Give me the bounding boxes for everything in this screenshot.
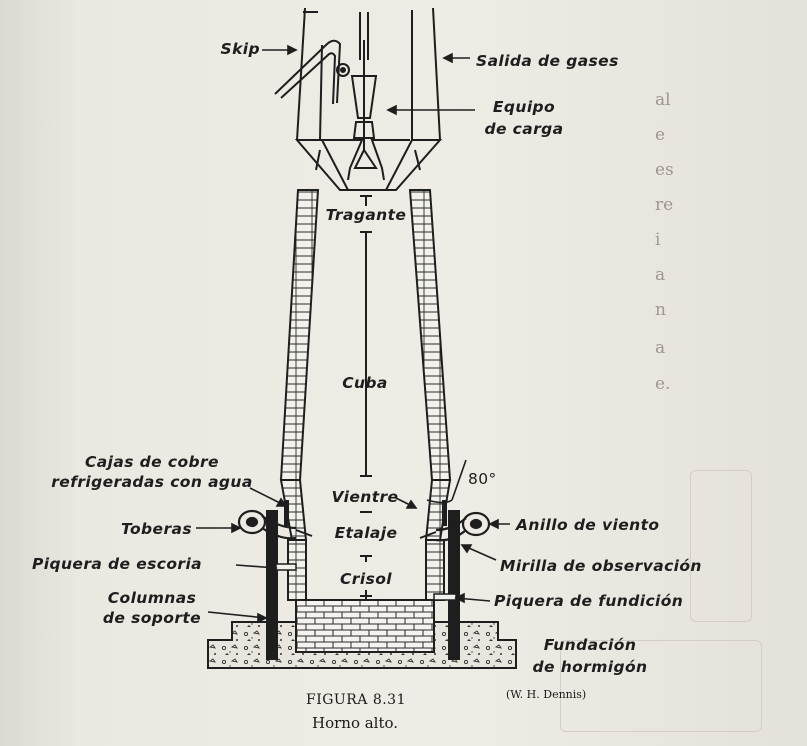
figure-credit: (W. H. Dennis) [506,688,587,701]
label-fundacion: Fundación de hormigón [528,634,652,678]
label-columnas-line-2: de soporte [102,609,202,627]
background-text-line: i [655,230,661,250]
left-support-column [266,510,278,660]
label-toberas: Toberas [121,520,192,538]
bustle-pipe [237,509,491,542]
label-mirilla: Mirilla de observación [500,557,702,575]
show-through-figure [690,470,752,622]
figure-number: FIGURA 8.31 [306,692,406,708]
left-shaft-lining [279,189,320,481]
label-angle-80: 80° [468,470,497,488]
copper-cooling-boxes [284,500,447,526]
label-cuba: Cuba [342,374,388,392]
label-anillo-viento: Anillo de viento [516,516,660,534]
label-cajas-cobre-line-2: refrigeradas con agua [51,473,253,491]
label-piquera-fundicion: Piquera de fundición [494,592,684,610]
background-text-line: e [655,125,666,145]
label-fundacion-line-1: Fundación [543,636,637,654]
background-text-line: e. [655,374,671,394]
label-etalaje: Etalaje [334,524,398,542]
label-columnas: Columnas de soporte [92,588,212,628]
furnace-top-stack [296,7,441,141]
label-crisol: Crisol [340,570,392,588]
leader-lines [196,44,510,624]
label-vientre: Vientre [331,488,399,506]
label-equipo-carga-line-2: de carga [484,120,564,138]
label-equipo-carga-line-1: Equipo [492,98,556,116]
charging-equipment [294,40,443,191]
label-cajas-cobre-line-1: Cajas de cobre [85,453,219,471]
label-cajas-cobre: Cajas de cobre refrigeradas con agua [38,452,266,492]
slag-notch [275,563,297,571]
figure-title: Horno alto. [312,714,399,732]
background-text-line: re [655,195,674,215]
background-text-line: es [655,160,674,180]
label-tragante: Tragante [325,206,407,224]
background-text-line: a [655,265,666,285]
label-equipo-carga: Equipo de carga [474,96,574,140]
label-skip: Skip [220,40,260,58]
right-hearth-wall [425,539,445,601]
label-columnas-line-1: Columnas [107,589,197,607]
tuyeres [295,529,437,539]
tap-hole [433,593,457,601]
angle-80-indicator [426,459,467,504]
background-text-line: al [655,90,671,110]
skip-hoist [274,39,350,105]
label-piquera-escoria: Piquera de escoria [32,555,203,573]
label-fundacion-line-2: de hormigón [532,658,648,676]
background-text-line: n [655,300,666,320]
zone-markers [360,195,372,600]
right-shaft-lining [408,189,452,481]
background-text-line: a [655,338,666,358]
label-salida-gases: Salida de gases [476,52,619,70]
right-support-column [448,510,460,660]
show-through-figure [560,640,762,732]
